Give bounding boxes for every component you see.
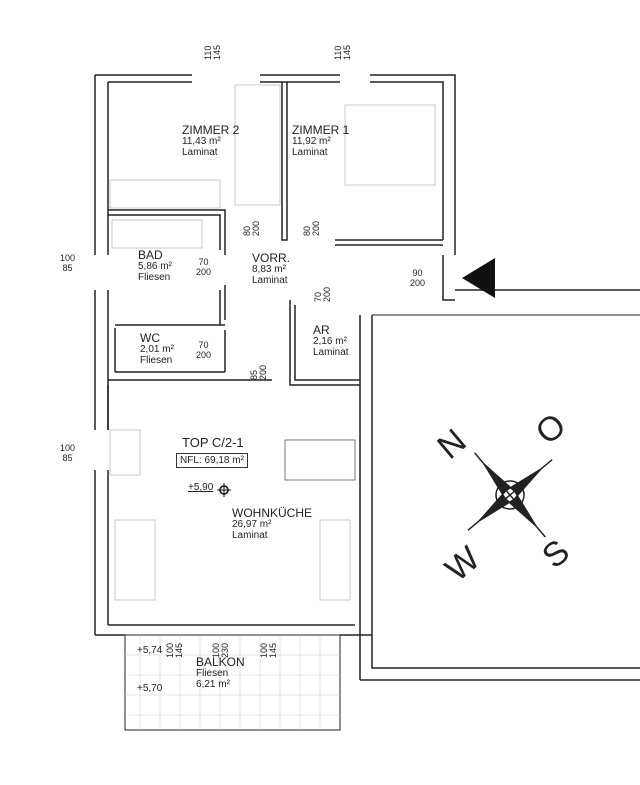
compass-rose-icon	[467, 452, 553, 538]
balcony-level-1: +5,74	[137, 645, 163, 656]
level-marker: +5,90	[188, 482, 214, 493]
walls	[94, 74, 640, 731]
furniture	[109, 84, 436, 601]
balcony-level-2: +5,70	[137, 683, 163, 694]
unit-nfl: NFL: 69,18 m²	[176, 453, 248, 468]
unit-title: TOP C/2-1	[182, 435, 244, 450]
balcony-tiles	[125, 635, 340, 730]
level-marker-icon	[217, 483, 231, 497]
entrance-arrow-icon	[462, 258, 495, 298]
